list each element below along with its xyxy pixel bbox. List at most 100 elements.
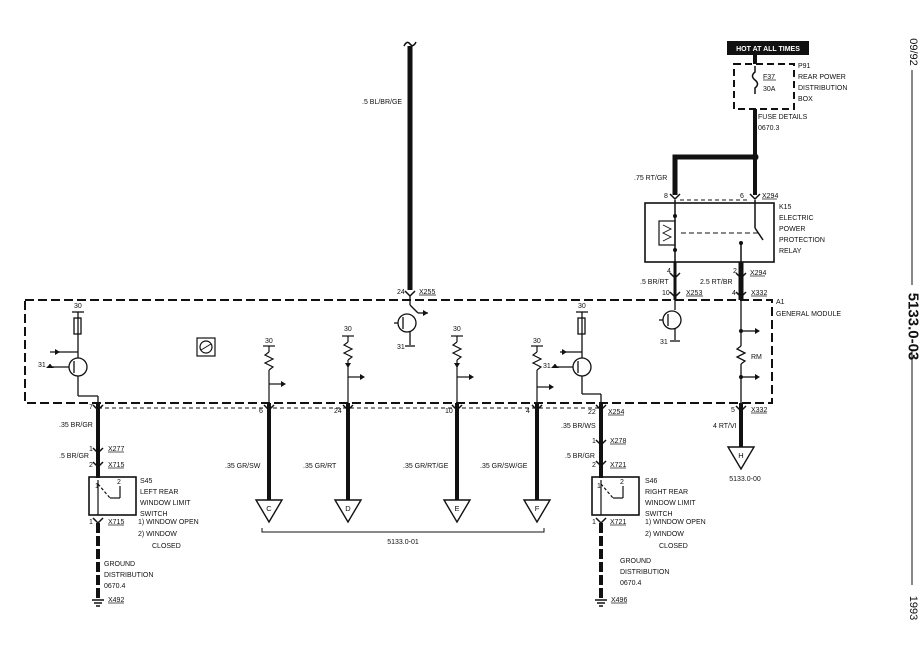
relay-k15 — [644, 202, 775, 263]
left-transistor-31: 31 — [38, 362, 46, 369]
left-pin-2: 2 — [89, 462, 93, 469]
s45-note-3: CLOSED — [152, 543, 181, 550]
relay-pin-8: 8 — [664, 193, 668, 200]
relay-name-3: PROTECTION — [779, 237, 825, 244]
right-conn-x254: X254 — [608, 409, 624, 416]
stage-e-30: 30 — [453, 326, 461, 333]
out-pin-6: 6 — [259, 408, 263, 415]
h-reference: 5133.0-00 — [729, 476, 761, 483]
relay-transistor-31: 31 — [660, 339, 668, 346]
right-transistor-31: 31 — [543, 363, 551, 370]
out-pin-24: 24 — [334, 408, 342, 415]
out-conn-x332: X332 — [751, 407, 767, 414]
stage-d-30: 30 — [344, 326, 352, 333]
fuse-details-1: FUSE DETAILS — [758, 114, 808, 121]
transistor-relay-drive — [659, 297, 682, 340]
left-ground-conn: X492 — [108, 597, 124, 604]
wire-c-label: .35 GR/SW — [225, 463, 261, 470]
connector-f-label: F — [535, 504, 540, 513]
fuse-box-id: P91 — [798, 63, 811, 70]
left-ground-icon — [92, 599, 104, 607]
fuse-id: F37 — [763, 74, 775, 81]
s46-out-pin: 1 — [592, 519, 596, 526]
relay-name-4: RELAY — [779, 248, 802, 255]
relay-name-2: POWER — [779, 226, 805, 233]
right-pin-22: 22 — [588, 409, 596, 416]
connector-e — [442, 499, 472, 524]
wire-h-label: 4 RT/VI — [713, 423, 737, 430]
fuse-symbol — [751, 66, 759, 94]
transistor-right — [554, 311, 602, 404]
s46-note-2: 2) WINDOW — [645, 531, 684, 538]
s45-note-2: 2) WINDOW — [138, 531, 177, 538]
right-conn-2: X721 — [610, 462, 626, 469]
connector-c-label: C — [266, 504, 272, 513]
s45-name-1: LEFT REAR — [140, 489, 178, 496]
fuse-details-2: 0670.3 — [758, 125, 780, 132]
s46-name-3: SWITCH — [645, 511, 673, 518]
s45-name-2: WINDOW LIMIT — [140, 500, 191, 507]
s45-name-3: SWITCH — [140, 511, 168, 518]
relay-id: K15 — [779, 204, 792, 211]
s46-note-1: 1) WINDOW OPEN — [645, 519, 706, 526]
wire-e-label: .35 GR/RT/GE — [403, 463, 449, 470]
s46-id: S46 — [645, 478, 658, 485]
right-wire-1: .35 BR/WS — [561, 423, 596, 430]
fuse-box-name-2: DISTRIBUTION — [798, 85, 847, 92]
connector-f — [522, 499, 552, 524]
sense-stage-c — [263, 345, 282, 404]
transistor-center — [394, 296, 419, 345]
s46-name-1: RIGHT REAR — [645, 489, 688, 496]
relay-conn-bottom: X294 — [750, 270, 766, 277]
right-ground-3: 0670.4 — [620, 580, 642, 587]
s46-note-3: CLOSED — [659, 543, 688, 550]
right-conn-1: X278 — [610, 438, 626, 445]
module-conn-x332: X332 — [751, 290, 767, 297]
left-ground-3: 0670.4 — [104, 583, 126, 590]
relay-pin-4: 4 — [667, 268, 671, 275]
wire-f-label: .35 GR/SW/GE — [480, 463, 528, 470]
stage-c-30: 30 — [265, 338, 273, 345]
wire-top-label: .5 BL/BR/GE — [362, 99, 402, 106]
relay-wire-in-label: .75 RT/GR — [634, 175, 667, 182]
right-ground-icon — [595, 599, 607, 607]
connector-d — [333, 499, 363, 524]
module-pin-4: 4 — [732, 290, 736, 297]
left-ground-2: DISTRIBUTION — [104, 572, 153, 579]
fuse-rating: 30A — [763, 86, 776, 93]
sense-stage-f — [531, 345, 550, 404]
right-pin-2: 2 — [592, 462, 596, 469]
switch-s45 — [88, 476, 137, 516]
out-pin-4: 4 — [526, 408, 530, 415]
relay-wire-out-right: 2.5 RT/BR — [700, 279, 733, 286]
relay-coil — [658, 220, 676, 246]
relay-conn-top: X294 — [762, 193, 778, 200]
module-pin-24: 24 — [397, 289, 405, 296]
cdef-bracket — [261, 528, 545, 533]
wire-relay-in-left — [672, 154, 755, 195]
s45-pin-2: 2 — [117, 479, 121, 486]
s46-pin-1: 1 — [597, 483, 601, 490]
module-name: GENERAL MODULE — [776, 311, 841, 318]
connector-h-label: H — [738, 451, 743, 460]
switch-s46 — [591, 476, 640, 516]
relay-wire-out-left: .5 BR/RT — [640, 279, 669, 286]
fuse-box — [733, 63, 795, 110]
right-wire-2: .5 BR/GR — [565, 453, 595, 460]
right-ground-2: DISTRIBUTION — [620, 569, 669, 576]
rm-resistor-path — [735, 297, 756, 404]
cdef-reference: 5133.0-01 — [387, 539, 419, 546]
s46-name-2: WINDOW LIMIT — [645, 500, 696, 507]
sense-stage-e — [451, 335, 470, 404]
sense-stage-d — [342, 335, 361, 404]
relay-pin-2: 2 — [733, 268, 737, 275]
module-conn-x255: X255 — [419, 289, 435, 296]
module-conn-x253: X253 — [686, 290, 702, 297]
left-ground-1: GROUND — [104, 561, 135, 568]
hot-label: HOT AT ALL TIMES — [736, 46, 800, 53]
s45-conn-3: X715 — [108, 519, 124, 526]
module-rm: RM — [751, 354, 762, 361]
center-transistor-31: 31 — [397, 344, 405, 351]
out-pin-5: 5 — [731, 407, 735, 414]
